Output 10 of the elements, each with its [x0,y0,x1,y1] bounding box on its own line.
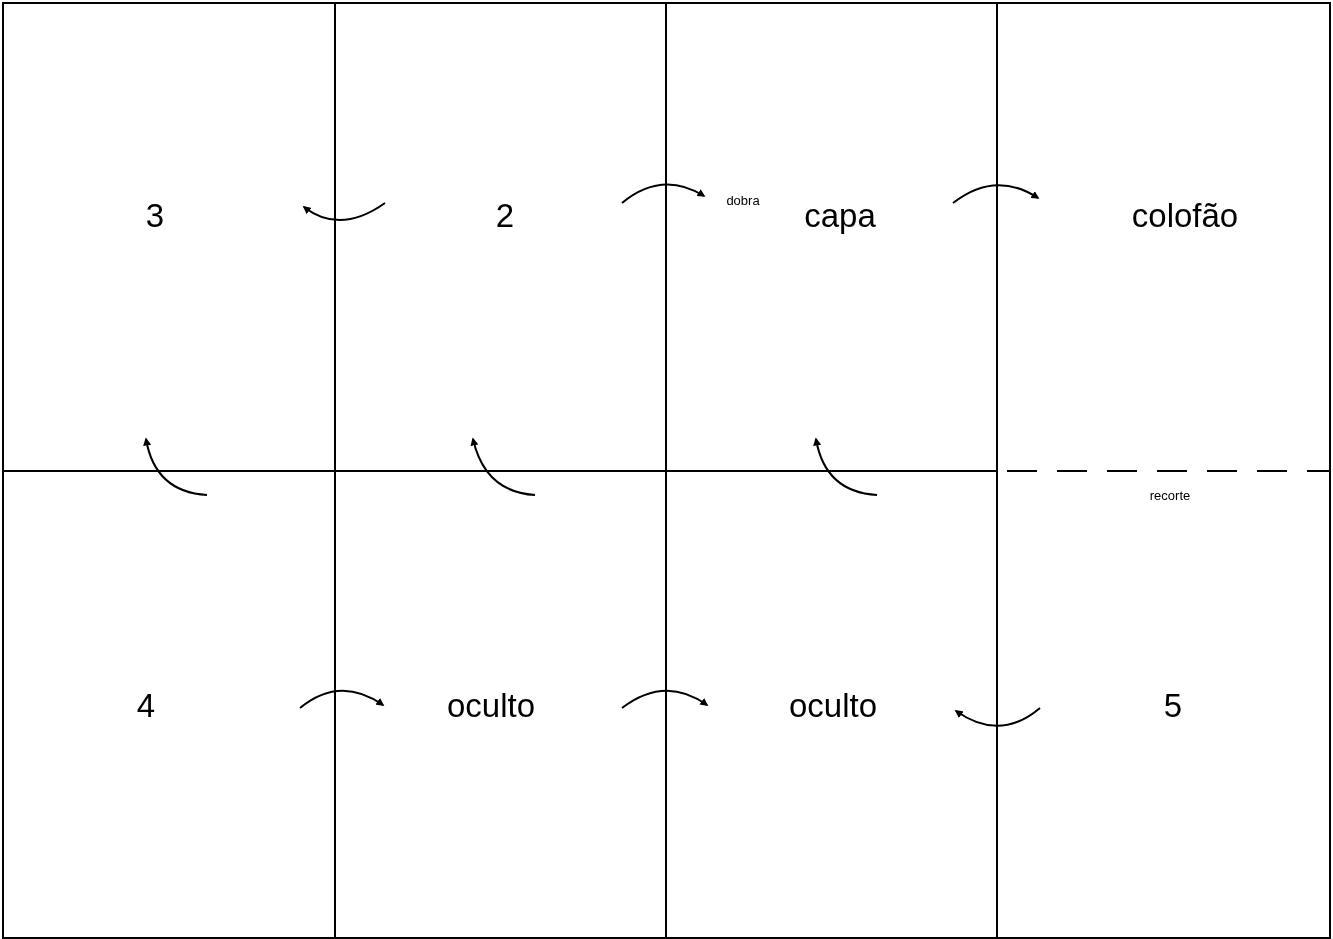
panel-label: oculto [446,688,536,722]
panel-label: 4 [136,688,156,722]
fold-label: dobra [726,193,760,207]
panel-label: colofão [1131,198,1239,232]
panel-label: 2 [495,198,515,232]
cut-line-label: recorte [1149,488,1191,502]
panel-label: 3 [145,198,165,232]
panel-label: oculto [788,688,878,722]
panel-label: 5 [1163,688,1183,722]
panel-label: capa [804,198,876,232]
